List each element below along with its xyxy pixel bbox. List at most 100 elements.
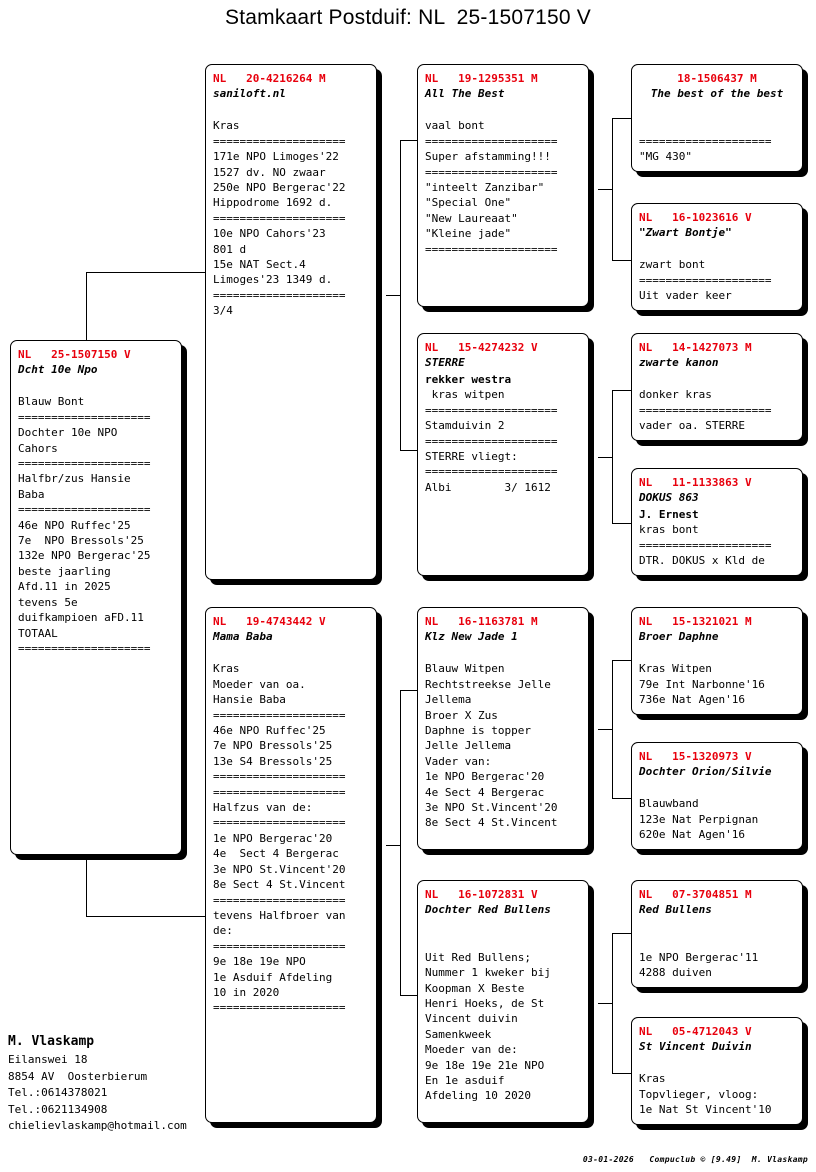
detail-line: Daphne is topper bbox=[425, 724, 531, 738]
detail-line: DTR. DOKUS x Kld de bbox=[639, 554, 765, 568]
detail-line: zwart bont bbox=[639, 258, 706, 272]
detail-line: kras bont bbox=[639, 523, 699, 537]
detail-line: Stamduivin 2 bbox=[425, 419, 505, 433]
pedigree-box-gen4-3[interactable]: NL 14-1427073 M zwarte kanon donker kras… bbox=[631, 333, 803, 441]
ring-number: NL 16-1163781 M bbox=[425, 615, 538, 628]
detail-line: "Special One" bbox=[425, 196, 512, 210]
ring-number: NL 14-1427073 M bbox=[639, 341, 752, 354]
detail-line: Kras bbox=[213, 662, 240, 676]
detail-line bbox=[639, 103, 795, 118]
detail-line bbox=[425, 934, 581, 949]
detail-line: chielievlaskamp@hotmail.com bbox=[8, 1119, 187, 1132]
pedigree-box-gen4-1[interactable]: 18-1506437 M The best of the best ======… bbox=[631, 64, 803, 172]
footer-credit: 03-01-2026 Compuclub © [9.49] M. Vlaskam… bbox=[582, 1155, 808, 1164]
pedigree-box-gen4-5[interactable]: NL 15-1321021 M Broer Daphne Kras Witpen… bbox=[631, 607, 803, 715]
ring-number: NL 16-1072831 V bbox=[425, 888, 538, 901]
pedigree-box-gen3-3[interactable]: NL 16-1163781 M Klz New Jade 1 Blauw Wit… bbox=[417, 607, 589, 850]
detail-line: TOTAAL bbox=[18, 626, 58, 640]
detail-line: 15e NAT Sect.4 bbox=[213, 258, 306, 272]
detail-line: ==================== bbox=[425, 242, 558, 256]
pedigree-box-gen4-6[interactable]: NL 15-1320973 V Dochter Orion/Silvie Bla… bbox=[631, 742, 803, 850]
detail-line: 3/4 bbox=[213, 304, 233, 318]
connector-gen3-1-stem bbox=[598, 189, 612, 190]
detail-line: "inteelt Zanzibar" bbox=[425, 181, 545, 195]
ring-number: NL 05-4712043 V bbox=[639, 1025, 752, 1038]
connector-gen3-1-vertical bbox=[612, 118, 613, 260]
detail-line: donker kras bbox=[639, 388, 712, 402]
detail-line: 801 d bbox=[213, 242, 247, 256]
detail-line: tevens 5e bbox=[18, 595, 78, 609]
connector-gen3-2-bottom bbox=[612, 523, 632, 524]
detail-line: Samenkweek bbox=[425, 1027, 492, 1041]
detail-line: Rechtstreekse Jelle bbox=[425, 677, 551, 691]
detail-line: 171e NPO Limoges'22 bbox=[213, 150, 339, 164]
detail-line: Afd.11 in 2025 bbox=[18, 580, 111, 594]
detail-line bbox=[425, 919, 581, 934]
connector-gen3-1-bottom bbox=[612, 260, 632, 261]
detail-line: duifkampioen aFD.11 bbox=[18, 611, 144, 625]
connector-gen3-4-stem bbox=[598, 1003, 612, 1004]
detail-line: 4288 duiven bbox=[639, 966, 712, 980]
connector-gen3-4-top bbox=[612, 933, 632, 934]
detail-lines: rekker westra kras witpen===============… bbox=[425, 372, 581, 495]
detail-line: J. Ernest bbox=[639, 508, 699, 521]
detail-line: Broer X Zus bbox=[425, 708, 498, 722]
detail-lines: Blauw Bont====================Dochter 10… bbox=[18, 379, 174, 656]
detail-line: 736e Nat Agen'16 bbox=[639, 693, 745, 707]
detail-lines: donker kras==================== vader oa.… bbox=[639, 372, 795, 434]
detail-lines: Kras====================171e NPO Limoges… bbox=[213, 103, 369, 319]
detail-line: 8854 AV Oosterbierum bbox=[8, 1069, 148, 1083]
detail-lines: vaal bont====================Super afsta… bbox=[425, 103, 581, 257]
detail-line: ==================== bbox=[639, 273, 772, 287]
ring-number: NL 19-4743442 V bbox=[213, 615, 326, 628]
connector-gen3-2-stem bbox=[598, 457, 612, 458]
connector-gen3-3-vertical bbox=[612, 660, 613, 798]
detail-line: Jellema bbox=[425, 693, 472, 707]
detail-line: 4e Sect 4 Bergerac bbox=[425, 785, 545, 799]
pedigree-box-gen4-2[interactable]: NL 16-1023616 V "Zwart Bontje" zwart bon… bbox=[631, 203, 803, 311]
detail-line bbox=[213, 646, 369, 661]
ring-number: NL 11-1133863 V bbox=[639, 476, 752, 489]
detail-line: ==================== bbox=[18, 457, 151, 471]
detail-line: ==================== bbox=[639, 403, 772, 417]
owner-block: M. Vlaskamp Eilanswei 18 8854 AV Oosterbi… bbox=[8, 1032, 238, 1135]
detail-line bbox=[639, 781, 795, 796]
detail-line: ==================== bbox=[213, 288, 346, 302]
detail-line bbox=[639, 118, 795, 133]
detail-line: Vader van: bbox=[425, 754, 492, 768]
detail-line: 7e NPO Bressols'25 bbox=[18, 534, 144, 548]
pedigree-box-subject[interactable]: NL 25-1507150 V Dcht 10e Npo Blauw Bont=… bbox=[10, 340, 182, 855]
connector-gen3-4-bottom bbox=[612, 1073, 632, 1074]
pedigree-box-gen3-2[interactable]: NL 15-4274232 V STERRE rekker westra kra… bbox=[417, 333, 589, 576]
detail-line: 46e NPO Ruffec'25 bbox=[18, 518, 131, 532]
detail-line: ==================== bbox=[213, 816, 346, 830]
owner-name: M. Vlaskamp bbox=[8, 1034, 95, 1049]
connector-gen3-4-vertical bbox=[612, 933, 613, 1073]
connector-gen3-3-bottom bbox=[612, 798, 632, 799]
pedigree-box-gen3-1[interactable]: NL 19-1295351 M All The Best vaal bont==… bbox=[417, 64, 589, 307]
pedigree-box-father[interactable]: NL 20-4216264 M saniloft.nl Kras========… bbox=[205, 64, 377, 580]
detail-line: "New Laureaat" bbox=[425, 211, 518, 225]
detail-line bbox=[639, 934, 795, 949]
detail-line: 1e NPO Bergerac'11 bbox=[639, 950, 759, 964]
detail-line: 4e Sect 4 Bergerac bbox=[213, 847, 339, 861]
detail-line: "MG 430" bbox=[639, 150, 692, 164]
detail-line: vader oa. STERRE bbox=[639, 419, 745, 433]
ring-number: NL 20-4216264 M bbox=[213, 72, 326, 85]
detail-line: Eilanswei 18 bbox=[8, 1053, 88, 1066]
detail-line: Uit vader keer bbox=[639, 289, 732, 303]
detail-line: ==================== bbox=[425, 165, 558, 179]
pedigree-box-gen4-7[interactable]: NL 07-3704851 M Red Bullens 1e NPO Berge… bbox=[631, 880, 803, 988]
detail-line: Kras bbox=[639, 1072, 666, 1086]
detail-line: ==================== bbox=[639, 134, 772, 148]
connector-gen3-3-top bbox=[612, 660, 632, 661]
pedigree-box-gen3-4[interactable]: NL 16-1072831 V Dochter Red Bullens Uit … bbox=[417, 880, 589, 1123]
connector-father-bottom bbox=[400, 450, 418, 451]
